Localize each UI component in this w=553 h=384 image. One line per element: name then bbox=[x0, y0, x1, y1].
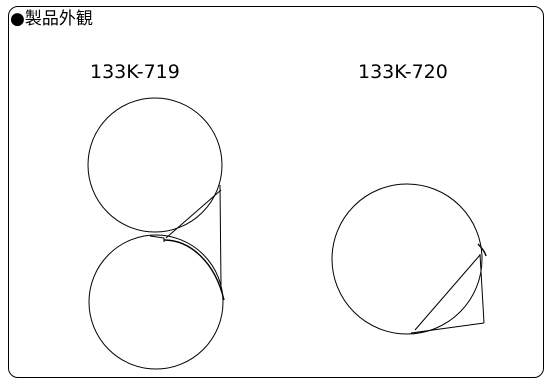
model-label-133k-719: 133K-719 bbox=[90, 61, 180, 83]
bracket-bottom-line bbox=[410, 322, 485, 334]
product-appearance-frame bbox=[8, 6, 544, 378]
roll-outline bbox=[331, 183, 483, 335]
product-drawing-133k-719 bbox=[87, 97, 225, 370]
lower-roll-outline bbox=[88, 234, 224, 370]
bracket-vertical-line bbox=[479, 253, 485, 324]
bracket-vertical-line bbox=[219, 184, 222, 286]
roll-shade-edge bbox=[477, 243, 487, 257]
bracket-joint-line bbox=[149, 235, 165, 242]
model-label-133k-720: 133K-720 bbox=[358, 61, 448, 83]
section-title: ●製品外観 bbox=[10, 9, 93, 29]
product-drawing-133k-720 bbox=[331, 183, 487, 335]
lower-roll-shade-edge bbox=[163, 239, 225, 301]
upper-roll-outline bbox=[87, 97, 223, 233]
bracket-diagonal-line bbox=[165, 189, 222, 239]
bracket-diagonal-line bbox=[414, 254, 481, 331]
